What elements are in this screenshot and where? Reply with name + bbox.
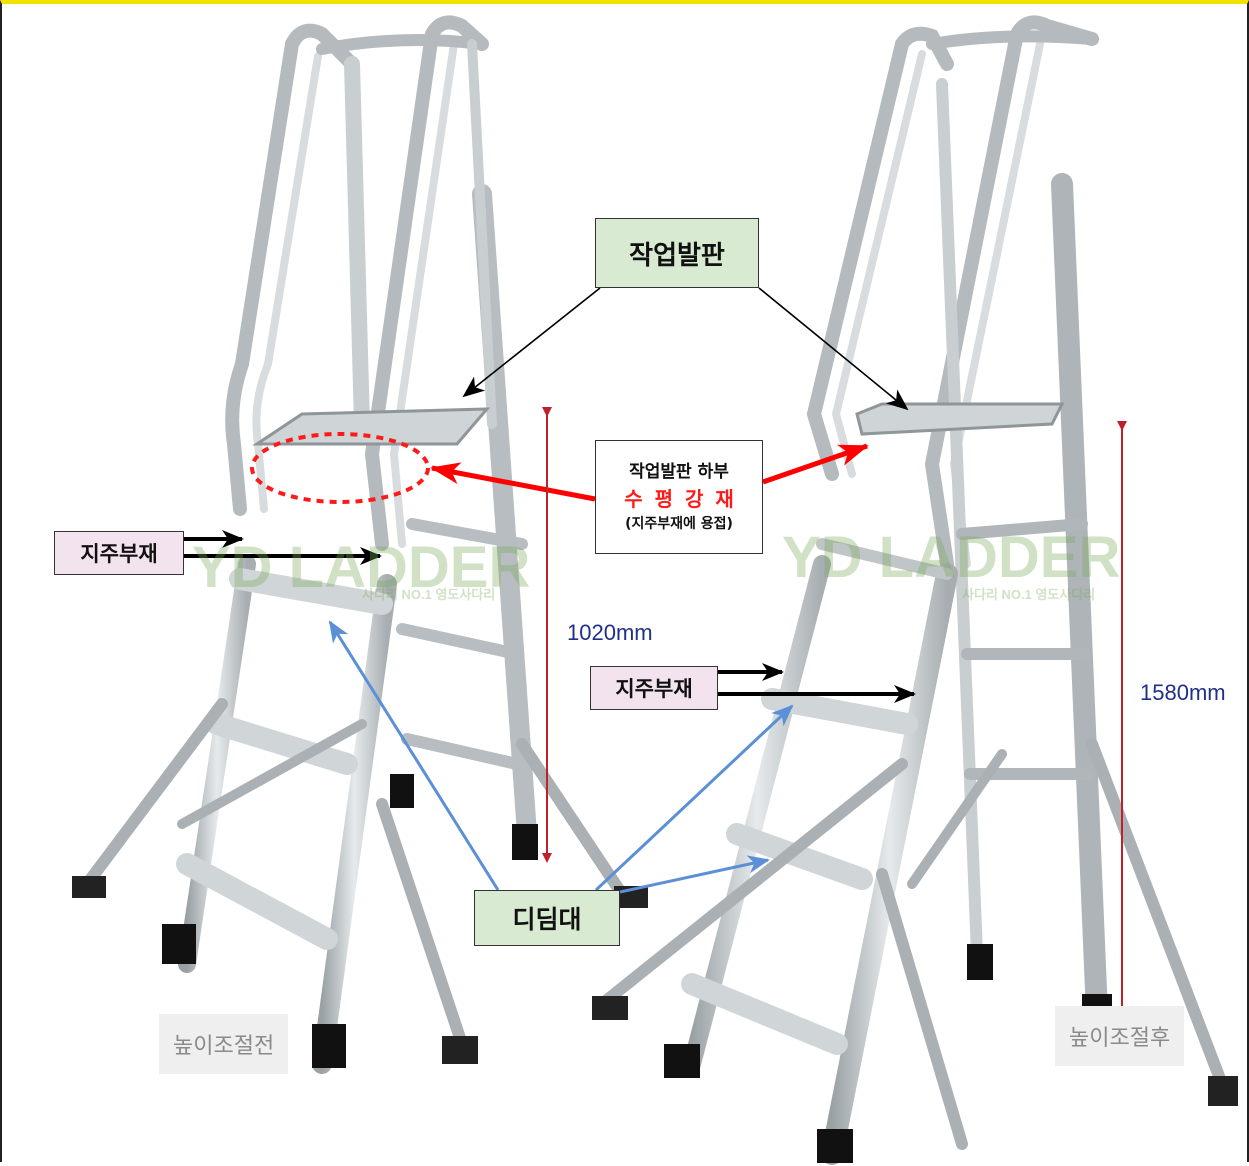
- arrow-brace-left: [430, 462, 596, 502]
- label-strut-right: 지주부재: [590, 666, 718, 710]
- arrow-step-1: [328, 620, 500, 891]
- arrow-platform-right: [758, 287, 909, 411]
- watermark-left-sub: 사다리 NO.1 영도사다리: [362, 587, 496, 602]
- label-horizontal-brace: 작업발판 하부 수평강재 (지주부재에 용접): [595, 440, 763, 554]
- ladder-illustration: [72, 15, 1238, 1165]
- dimension-left: 1020mm: [567, 620, 653, 645]
- brace-line-1: 작업발판 하부: [629, 462, 729, 483]
- ladder-right: [592, 15, 1238, 1165]
- arrow-platform-left: [462, 287, 601, 398]
- label-platform: 작업발판: [595, 218, 759, 288]
- watermark-right-sub: 사다리 NO.1 영도사다리: [962, 587, 1096, 602]
- brace-line-2: 수평강재: [624, 486, 746, 511]
- watermark-left: YD LADDER: [192, 535, 531, 600]
- dimension-right: 1580mm: [1140, 680, 1226, 705]
- caption-after-adjustment: 높이조절후: [1055, 1006, 1185, 1066]
- label-strut-left: 지주부재: [54, 531, 184, 575]
- brace-line-3: (지주부재에 용접): [625, 515, 733, 532]
- arrow-step-2: [594, 704, 794, 892]
- brace-highlight-ellipse: [250, 432, 430, 504]
- arrow-brace-right: [762, 443, 869, 485]
- ladder-left: [72, 15, 648, 1074]
- label-step: 디딤대: [474, 890, 620, 946]
- arrow-step-3: [619, 855, 770, 894]
- caption-before-adjustment: 높이조절전: [159, 1014, 289, 1074]
- watermark-right: YD LADDER: [782, 525, 1121, 590]
